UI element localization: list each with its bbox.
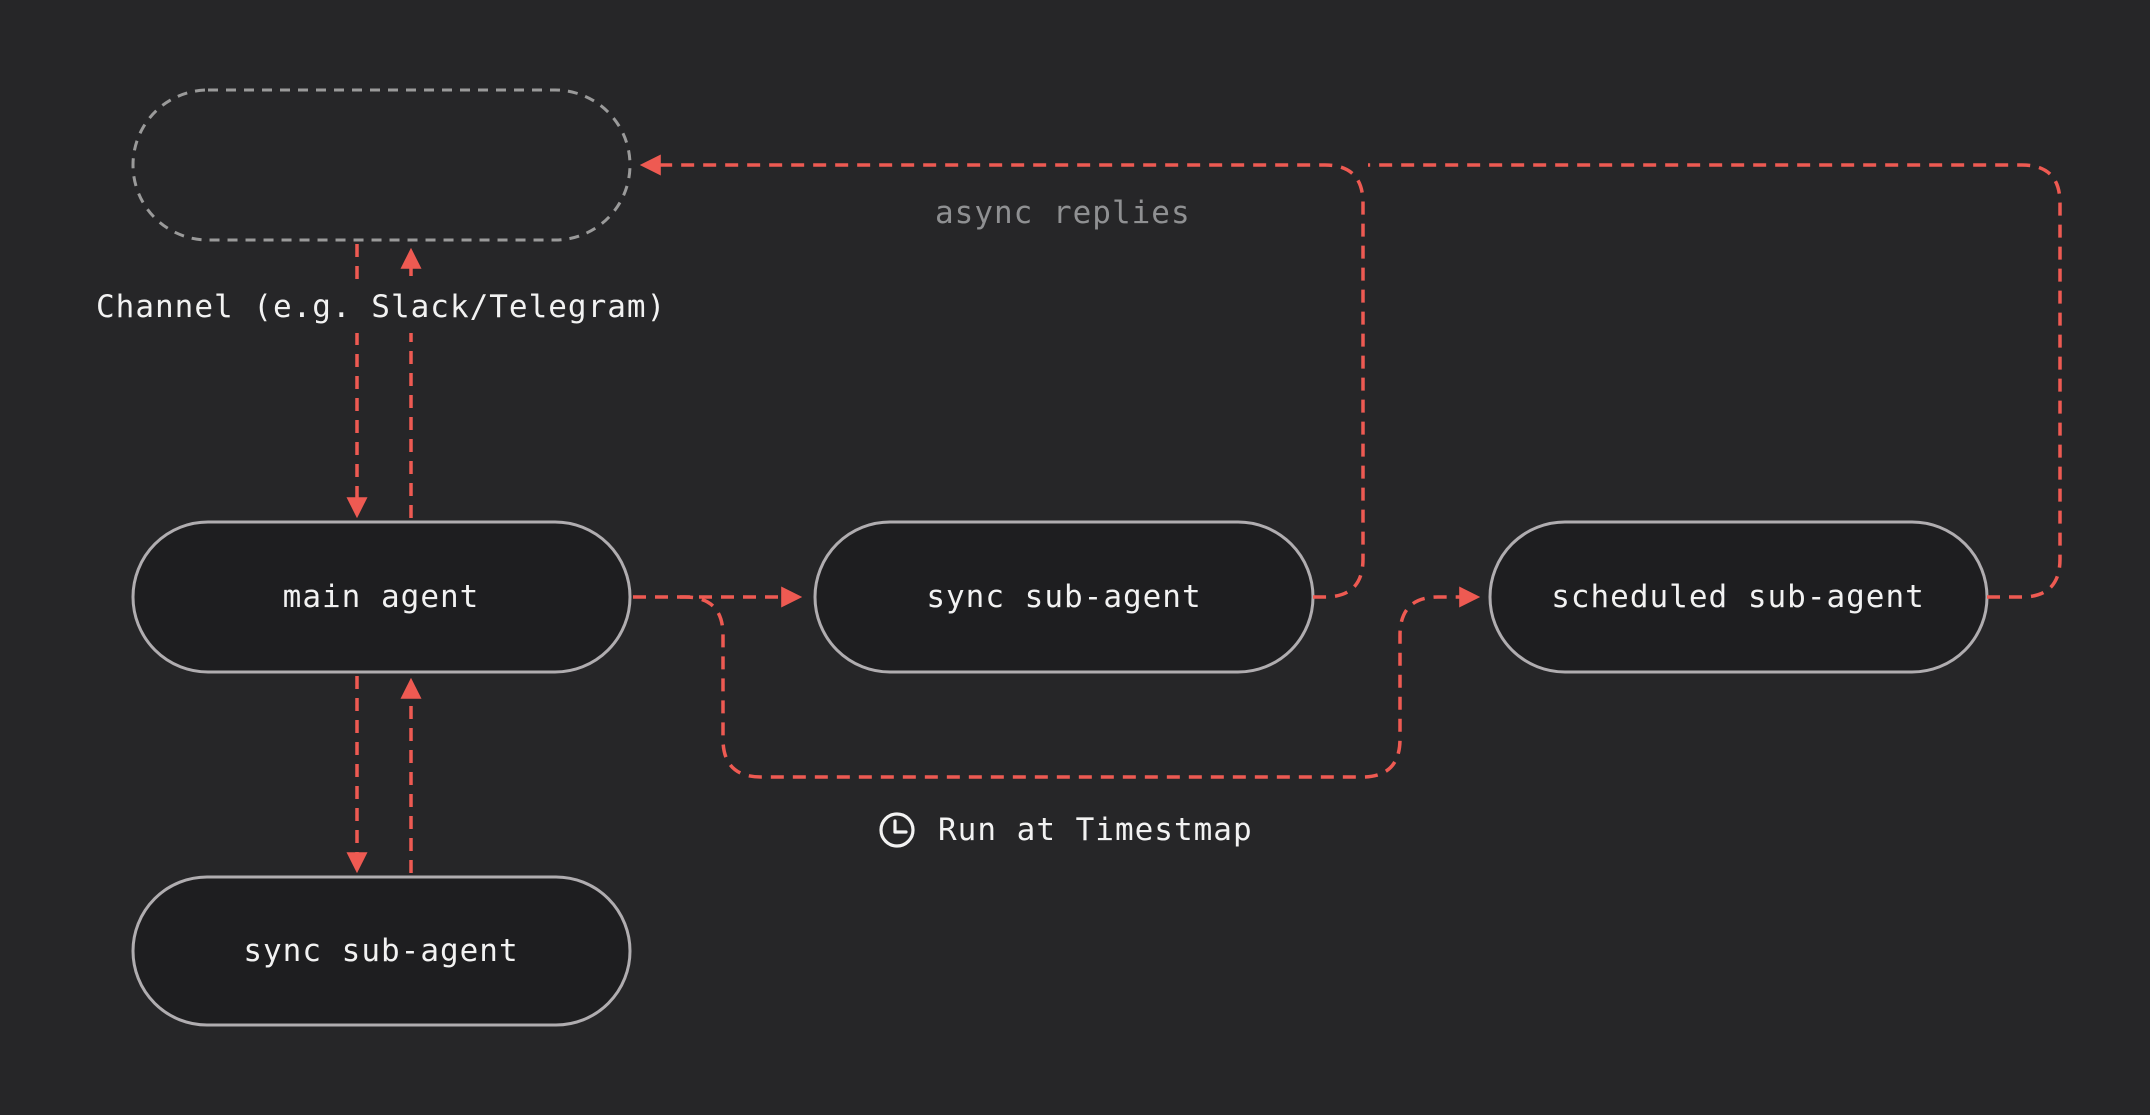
clock-icon-face (879, 812, 915, 848)
run-at-timestamp-text: Run at Timestmap (938, 812, 1253, 848)
sync-sub-agent-label: sync sub-agent (926, 579, 1201, 615)
node-scheduled-sub-agent: scheduled sub-agent (1488, 520, 1989, 674)
scheduled-sub-agent-label: scheduled sub-agent (1551, 579, 1925, 615)
node-channel (131, 88, 632, 242)
channel-caption: Channel (e.g. Slack/Telegram) (80, 281, 686, 333)
edge-scheduled-sub-agent-async-reply-to-channel (1368, 163, 2062, 599)
async-replies-caption: async replies (935, 195, 1191, 231)
node-sync-sub-agent-bottom: sync sub-agent (131, 875, 632, 1027)
clock-icon-hands (893, 819, 908, 834)
sync-sub-agent-bottom-box (131, 875, 632, 1027)
sync-sub-agent-bottom-label: sync sub-agent (243, 933, 518, 969)
main-agent-label: main agent (283, 579, 480, 615)
run-at-timestamp-caption: Run at Timestmap (879, 812, 1253, 848)
channel-dashed-box (131, 88, 632, 242)
main-agent-box (131, 520, 632, 674)
edge-sync-sub-agent-async-reply-to-channel (639, 154, 1365, 599)
edge-main-agent-to-scheduled-sub-agent (680, 586, 1481, 779)
clock-icon (879, 812, 915, 848)
node-main-agent: main agent (131, 520, 632, 674)
channel-caption-text: Channel (e.g. Slack/Telegram) (96, 289, 666, 325)
node-sync-sub-agent: sync sub-agent (813, 520, 1315, 674)
channel-caption-backdrop (80, 281, 686, 333)
